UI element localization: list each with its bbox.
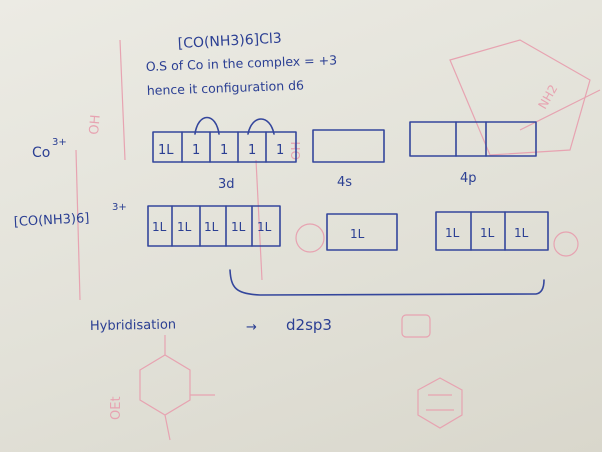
- ghost-line: [519, 89, 601, 131]
- hybridisation-arrow: →: [246, 320, 257, 335]
- oxidation-state-line: O.S of Co in the complex = +3: [146, 52, 338, 74]
- ghost-box: [401, 314, 431, 338]
- pairing-arrow-right: [247, 118, 275, 135]
- ghost-vertical-2: [255, 159, 263, 281]
- complex-formula: [CO(NH3)6]Cl3: [177, 31, 282, 52]
- complex-3d-slot-3: 1L: [204, 220, 219, 234]
- bleed-through-marks: OH OH OEt NH2: [75, 39, 601, 441]
- hybridisation-label: Hybridisation: [90, 317, 176, 334]
- free-ion-4s-orbital: 4s: [312, 129, 385, 190]
- complex-3d-slot-1: 1L: [152, 220, 167, 234]
- complex-3d-slot-2: 1L: [177, 220, 192, 234]
- free-3d-slot-4: 1: [248, 143, 256, 158]
- hybrid-orbitals-bracket: [229, 269, 545, 296]
- ghost-circle-left: [295, 223, 325, 253]
- complex-4p-orbitals: 1L 1L 1L: [435, 211, 549, 251]
- ghost-text-1: OH: [87, 114, 104, 135]
- complex-3d-dividers: [171, 205, 253, 247]
- ghost-pentagon: [449, 39, 591, 156]
- complex-4s-slot-1: 1L: [350, 227, 365, 241]
- ghost-ring: [417, 377, 463, 429]
- free-4s-label: 4s: [337, 175, 352, 190]
- complex-4p-dividers: [470, 211, 506, 251]
- complex-4s-orbital: 1L: [326, 213, 398, 251]
- hybridisation-value: d2sp3: [286, 316, 332, 334]
- complex-charge: 3+: [112, 202, 127, 213]
- free-3d-slot-2: 1: [192, 143, 200, 158]
- complex-3d-frame: [147, 205, 281, 247]
- configuration-line: hence it configuration d6: [147, 78, 305, 98]
- free-4p-dividers: [455, 121, 487, 157]
- free-3d-slot-1: 1L: [158, 143, 174, 158]
- free-3d-label: 3d: [218, 177, 235, 192]
- complex-4p-slot-1: 1L: [445, 226, 460, 240]
- ghost-vertical-3: [75, 149, 81, 301]
- ghost-circle-right: [553, 231, 579, 257]
- ghost-vertical-1: [119, 39, 126, 161]
- ghost-ring-inner: [426, 394, 454, 411]
- complex-4p-slot-2: 1L: [480, 226, 495, 240]
- complex-3d-slot-4: 1L: [231, 220, 246, 234]
- complex-3d-slot-5: 1L: [257, 220, 272, 234]
- complex-4p-slot-3: 1L: [514, 226, 529, 240]
- pairing-arrow-left: [194, 116, 220, 135]
- complex-3d-orbitals: 1L 1L 1L 1L 1L: [147, 205, 281, 247]
- free-ion-3d-orbitals: 1L 1 1 1 1 3d: [152, 116, 297, 192]
- ion-charge: 3+: [52, 137, 67, 148]
- ghost-molecule: [139, 335, 215, 441]
- complex-4p-frame: [435, 211, 549, 251]
- complex-label: [CO(NH3)6]: [13, 211, 89, 230]
- free-3d-dividers: [181, 131, 267, 163]
- ghost-text-4: NH2: [535, 82, 560, 111]
- ion-label: Co: [32, 145, 50, 161]
- complex-4s-box: [326, 213, 398, 251]
- free-4p-frame: [409, 121, 537, 157]
- free-4s-box: [312, 129, 385, 163]
- free-4p-label: 4p: [460, 171, 477, 186]
- free-3d-slot-5: 1: [276, 143, 284, 158]
- ghost-text-3: OEt: [109, 396, 124, 420]
- free-3d-frame: [152, 131, 297, 163]
- free-3d-slot-3: 1: [220, 143, 228, 158]
- free-ion-4p-orbitals: 4p: [409, 121, 537, 186]
